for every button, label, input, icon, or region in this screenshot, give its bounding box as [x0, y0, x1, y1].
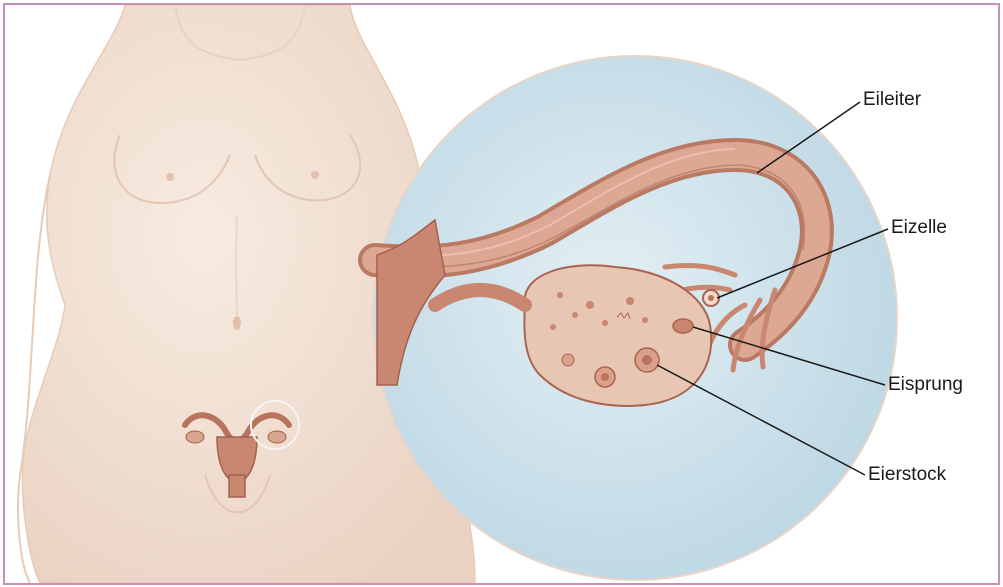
- label-eileiter: Eileiter: [863, 89, 921, 111]
- illustration-frame: Eileiter Eizelle Eisprung Eierstock: [3, 3, 1000, 585]
- label-eizelle: Eizelle: [891, 217, 947, 239]
- label-eierstock: Eierstock: [868, 464, 946, 486]
- label-eisprung: Eisprung: [888, 374, 963, 396]
- anatomy-illustration: [5, 5, 998, 583]
